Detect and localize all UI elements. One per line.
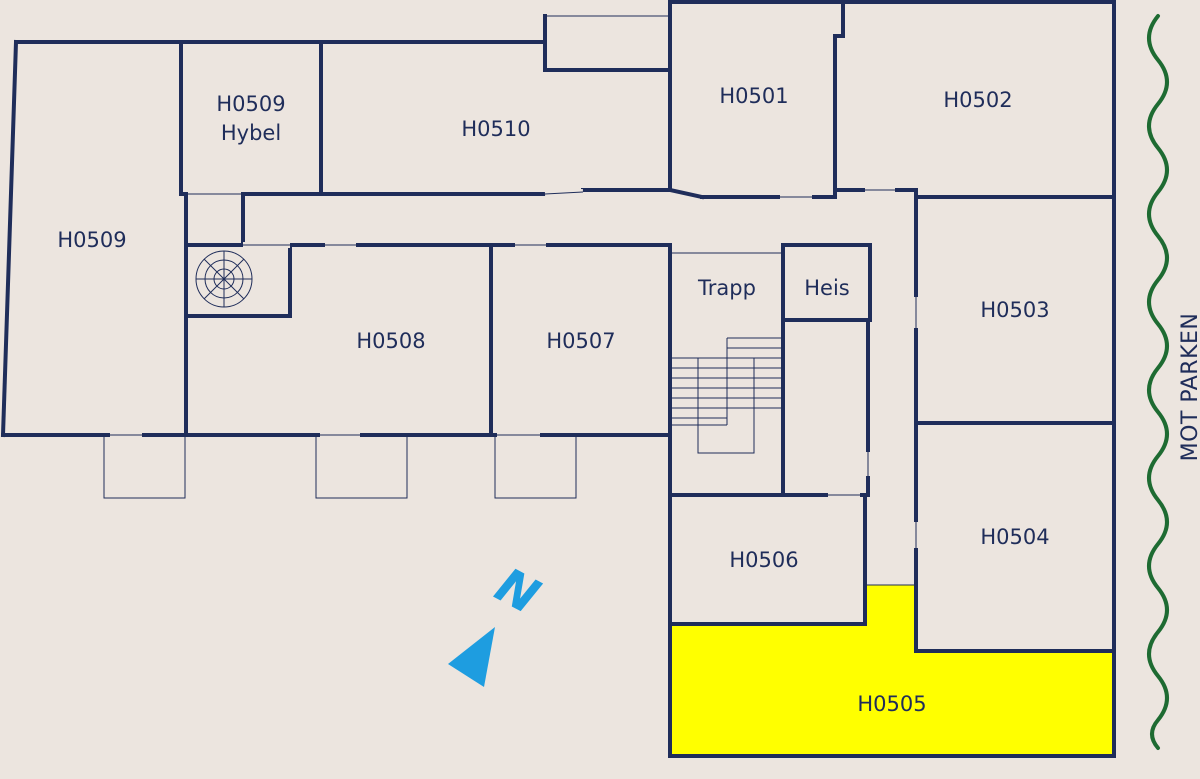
room-labels: H0509 H0509 Hybel H0510 H0501 H0502 H050… (57, 84, 1049, 716)
north-letter: N (487, 557, 549, 625)
room-label-h0501[interactable]: H0501 (719, 84, 788, 108)
room-label-h0502[interactable]: H0502 (943, 88, 1012, 112)
room-label-h0503[interactable]: H0503 (980, 298, 1049, 322)
walls (0, 0, 1116, 758)
room-label-h0510[interactable]: H0510 (461, 117, 530, 141)
wavy-park-boundary-icon (1147, 14, 1169, 750)
room-h0505-highlight[interactable] (670, 585, 1114, 756)
side-label-mot-parken: MOT PARKEN (1178, 313, 1200, 462)
room-label-h0507[interactable]: H0507 (546, 329, 615, 353)
room-label-h0509-hybel-line2[interactable]: Hybel (221, 121, 281, 145)
north-arrow-icon: N (448, 557, 548, 687)
room-label-h0504[interactable]: H0504 (980, 525, 1049, 549)
room-label-h0505[interactable]: H0505 (857, 692, 926, 716)
room-label-h0509[interactable]: H0509 (57, 228, 126, 252)
room-label-h0506[interactable]: H0506 (729, 548, 798, 572)
room-label-h0508[interactable]: H0508 (356, 329, 425, 353)
room-label-heis: Heis (804, 276, 850, 300)
room-label-trapp: Trapp (697, 276, 756, 300)
thin-lines (103, 15, 917, 550)
staircase (670, 337, 783, 454)
room-label-h0509-hybel-line1[interactable]: H0509 (216, 92, 285, 116)
ventilation-fan-icon (195, 250, 253, 308)
